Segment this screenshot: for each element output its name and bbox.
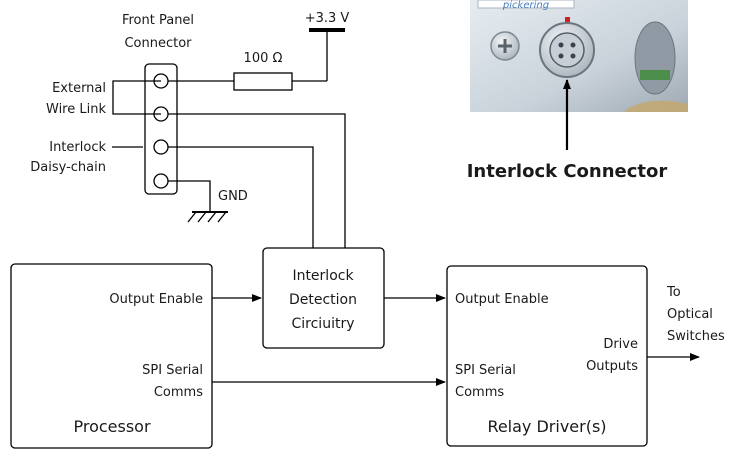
relay-spi-label: Comms <box>455 385 504 400</box>
connector-title: Connector <box>124 36 192 51</box>
pcb-strip <box>640 70 670 80</box>
detection-label: Interlock <box>292 268 354 284</box>
processor-output-enable: Output Enable <box>109 292 203 307</box>
external-wire-link <box>112 80 161 115</box>
relay-spi-label: SPI Serial <box>455 363 516 378</box>
pcb-edge <box>625 100 688 112</box>
front-panel-connector <box>144 63 178 195</box>
relay-output-enable: Output Enable <box>455 292 549 307</box>
ground-label: GND <box>218 189 248 204</box>
relay-drive-label: Drive <box>603 337 638 352</box>
socket-face <box>549 32 585 68</box>
socket-pin <box>558 53 564 59</box>
ground-hatch <box>187 211 227 223</box>
connector-pin-4 <box>153 173 169 189</box>
brand-text: pickering <box>502 0 549 11</box>
processor-spi-label: Comms <box>154 385 203 400</box>
detection-label: Detection <box>289 292 357 308</box>
relay-driver-block <box>446 265 648 447</box>
processor-spi-label: SPI Serial <box>142 363 203 378</box>
ground-wire <box>168 180 211 212</box>
screw-cross-icon <box>498 39 512 53</box>
red-indicator <box>565 17 570 22</box>
connector-pin-3 <box>153 139 169 155</box>
output-target-label: Switches <box>667 329 725 344</box>
relay-title: Relay Driver(s) <box>487 417 606 436</box>
detection-label: Circiuitry <box>292 316 355 332</box>
external-link-label: Wire Link <box>46 102 106 117</box>
pin3-sense-wire <box>168 146 314 248</box>
daisy-chain-label: Interlock <box>49 140 106 155</box>
socket-pin <box>570 42 576 48</box>
processor-title: Processor <box>73 417 150 436</box>
daisy-chain-label: Daisy-chain <box>30 160 106 175</box>
external-link-label: External <box>52 81 106 96</box>
resistor <box>233 72 293 91</box>
output-target-label: To <box>666 285 681 300</box>
resistor-label: 100 Ω <box>244 51 283 66</box>
brand-plate <box>477 0 575 9</box>
side-connector <box>634 21 676 95</box>
supply-label: +3.3 V <box>305 11 350 26</box>
socket-pin <box>570 53 576 59</box>
socket-pin <box>558 42 564 48</box>
output-target-label: Optical <box>667 307 713 322</box>
connector-title: Front Panel <box>122 13 194 28</box>
processor-block <box>10 263 213 449</box>
photo-caption: Interlock Connector <box>467 161 668 182</box>
relay-drive-label: Outputs <box>586 359 638 374</box>
connector-photo: pickering <box>470 0 688 150</box>
pin2-sense-wire <box>168 113 346 248</box>
